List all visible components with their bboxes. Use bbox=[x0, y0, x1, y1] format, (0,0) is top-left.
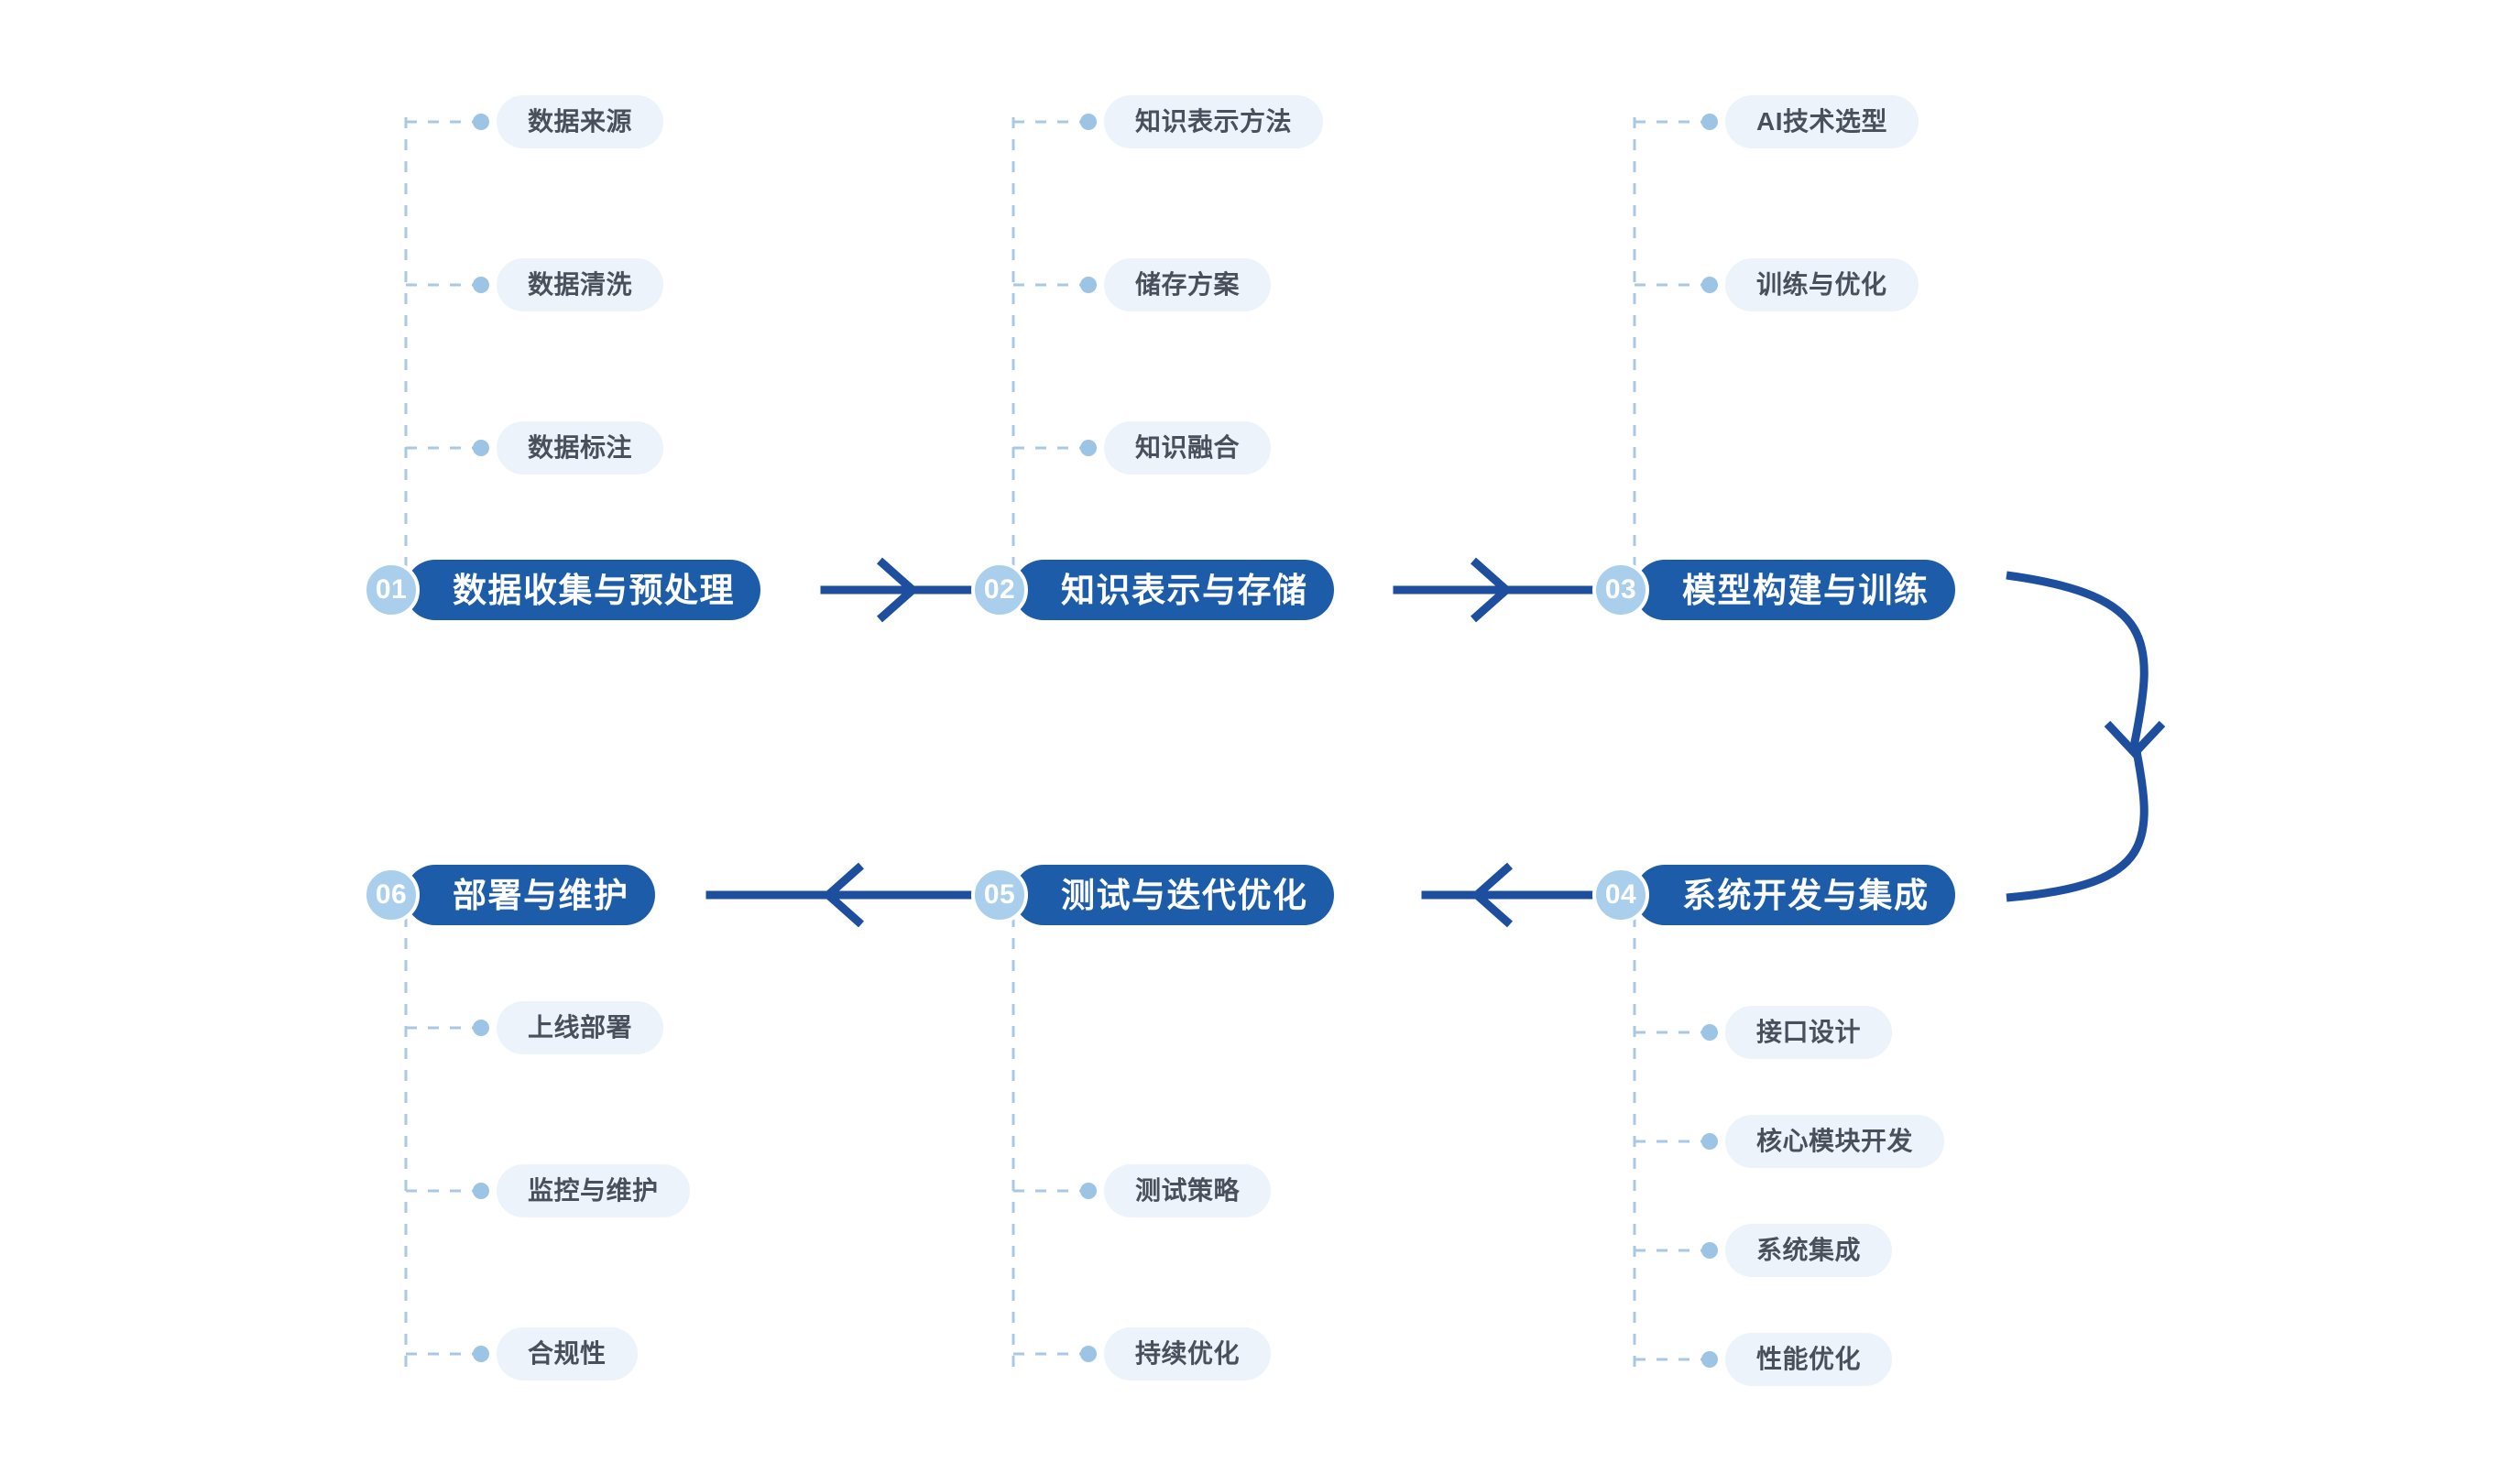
sub-item-label: 接口设计 bbox=[1756, 1018, 1862, 1046]
connector-dot bbox=[1701, 1351, 1718, 1368]
stage-number-badge: 02 bbox=[971, 562, 1028, 618]
stage-number-badge: 01 bbox=[363, 562, 420, 618]
sub-item-label: AI技术选型 bbox=[1756, 107, 1888, 136]
stage-label: 系统开发与集成 bbox=[1682, 876, 1930, 914]
sub-item-持续优化[interactable]: 持续优化 bbox=[1104, 1327, 1272, 1380]
sub-item-label: 数据清洗 bbox=[528, 270, 633, 299]
stage-bar: 部署与维护 bbox=[405, 865, 655, 925]
sub-item-label: 核心模块开发 bbox=[1756, 1127, 1914, 1155]
sub-item-label: 知识表示方法 bbox=[1135, 107, 1293, 136]
stage-label: 测试与迭代优化 bbox=[1061, 876, 1308, 914]
stage-label: 部署与维护 bbox=[453, 876, 629, 914]
sub-item-label: 数据来源 bbox=[528, 107, 633, 136]
stage-number-badge: 03 bbox=[1592, 562, 1649, 618]
stage-label: 知识表示与存储 bbox=[1061, 571, 1308, 609]
dashed-tree-03 bbox=[1633, 117, 1710, 573]
stage-label: 模型构建与训练 bbox=[1682, 571, 1930, 609]
sub-item-label: 训练与优化 bbox=[1756, 270, 1887, 299]
connector-dot bbox=[1080, 277, 1097, 293]
connector-dot bbox=[473, 1183, 489, 1199]
stage-bar: 系统开发与集成 bbox=[1635, 865, 1955, 925]
connector-dot bbox=[1080, 440, 1097, 456]
connector-dot bbox=[473, 440, 489, 456]
sub-item-性能优化[interactable]: 性能优化 bbox=[1725, 1333, 1893, 1386]
connector-dot bbox=[1080, 1183, 1097, 1199]
stage-bar: 数据收集与预处理 bbox=[405, 560, 760, 620]
sub-item-label: 性能优化 bbox=[1756, 1345, 1862, 1373]
dashed-tree-05 bbox=[1011, 916, 1088, 1368]
connector-dot bbox=[1701, 277, 1718, 293]
connector-dot bbox=[1701, 114, 1718, 130]
sub-item-label: 合规性 bbox=[528, 1339, 607, 1368]
sub-item-数据标注[interactable]: 数据标注 bbox=[497, 421, 664, 475]
connector-dot bbox=[473, 1020, 489, 1036]
dashed-tree-04 bbox=[1633, 916, 1710, 1368]
sub-item-知识表示方法[interactable]: 知识表示方法 bbox=[1104, 95, 1324, 148]
connector-dot bbox=[473, 114, 489, 130]
connector-dot bbox=[1080, 114, 1097, 130]
sub-item-合规性[interactable]: 合规性 bbox=[497, 1327, 638, 1380]
stage-bar: 知识表示与存储 bbox=[1013, 560, 1334, 620]
connector-dot bbox=[473, 1346, 489, 1362]
sub-item-label: 系统集成 bbox=[1756, 1236, 1862, 1264]
sub-item-label: 储存方案 bbox=[1135, 270, 1241, 299]
stage-bar: 模型构建与训练 bbox=[1635, 560, 1955, 620]
sub-item-储存方案[interactable]: 储存方案 bbox=[1104, 258, 1272, 311]
sub-item-测试策略[interactable]: 测试策略 bbox=[1104, 1164, 1272, 1217]
stage-label: 数据收集与预处理 bbox=[453, 571, 735, 609]
arrow-01-to-02 bbox=[820, 557, 990, 623]
sub-item-AI技术选型[interactable]: AI技术选型 bbox=[1725, 95, 1919, 148]
sub-item-数据来源[interactable]: 数据来源 bbox=[497, 95, 664, 148]
stage-number: 05 bbox=[983, 879, 1016, 910]
connector-dot bbox=[473, 277, 489, 293]
sub-item-label: 监控与维护 bbox=[528, 1176, 659, 1205]
dashed-tree-01 bbox=[404, 117, 481, 573]
dashed-tree-06 bbox=[404, 916, 481, 1368]
connector-dot bbox=[1701, 1024, 1718, 1041]
stage-number-badge: 04 bbox=[1592, 867, 1649, 923]
sub-item-上线部署[interactable]: 上线部署 bbox=[497, 1001, 664, 1054]
stage-number: 02 bbox=[983, 574, 1016, 605]
sub-item-label: 知识融合 bbox=[1135, 433, 1241, 462]
stage-number-badge: 06 bbox=[363, 867, 420, 923]
sub-item-label: 持续优化 bbox=[1135, 1339, 1241, 1368]
stage-bar: 测试与迭代优化 bbox=[1013, 865, 1334, 925]
arrow-05-to-06 bbox=[705, 862, 1008, 928]
connector-dot bbox=[1080, 1346, 1097, 1362]
sub-item-label: 数据标注 bbox=[528, 433, 633, 462]
stage-number: 04 bbox=[1604, 879, 1637, 910]
stage-number: 06 bbox=[375, 879, 408, 910]
arc-03-to-04 bbox=[2006, 571, 2166, 902]
sub-item-数据清洗[interactable]: 数据清洗 bbox=[497, 258, 664, 311]
connector-dot bbox=[1701, 1133, 1718, 1150]
sub-item-label: 测试策略 bbox=[1135, 1176, 1241, 1205]
sub-item-核心模块开发[interactable]: 核心模块开发 bbox=[1725, 1115, 1945, 1168]
stage-number: 01 bbox=[375, 574, 408, 605]
stage-number-badge: 05 bbox=[971, 867, 1028, 923]
sub-item-训练与优化[interactable]: 训练与优化 bbox=[1725, 258, 1919, 311]
sub-item-系统集成[interactable]: 系统集成 bbox=[1725, 1224, 1893, 1277]
sub-item-知识融合[interactable]: 知识融合 bbox=[1104, 421, 1272, 475]
connector-dot bbox=[1701, 1242, 1718, 1259]
arrow-02-to-03 bbox=[1393, 557, 1610, 623]
stage-number: 03 bbox=[1604, 574, 1637, 605]
sub-item-接口设计[interactable]: 接口设计 bbox=[1725, 1006, 1893, 1059]
sub-item-监控与维护[interactable]: 监控与维护 bbox=[497, 1164, 690, 1217]
dashed-tree-02 bbox=[1011, 117, 1088, 573]
arrow-04-to-05 bbox=[1421, 862, 1624, 928]
sub-item-label: 上线部署 bbox=[528, 1013, 633, 1042]
